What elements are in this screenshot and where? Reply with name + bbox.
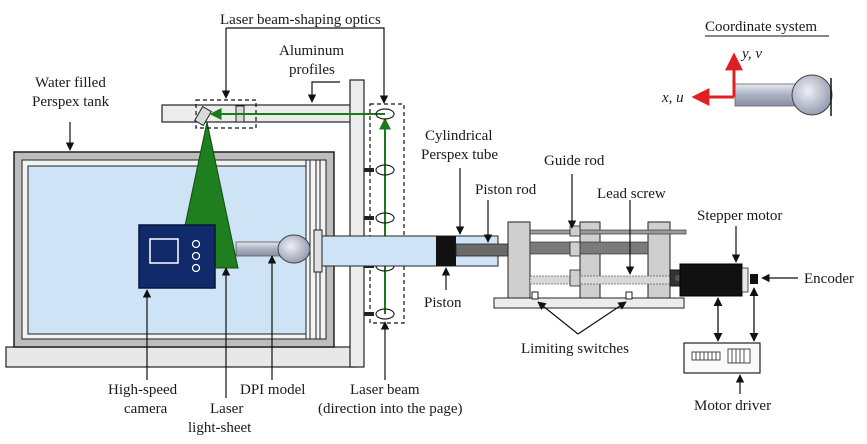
dpi-model-body (277, 234, 311, 264)
high-speed-camera (138, 224, 216, 289)
encoder (750, 274, 758, 284)
mirror-optic (193, 105, 213, 127)
base-plate (5, 346, 357, 368)
label-water-2: Perspex tank (32, 94, 110, 110)
label-sheet-1: Laser (210, 401, 243, 417)
label-encoder: Encoder (804, 271, 854, 287)
label-sheet-2: light-sheet (188, 420, 252, 436)
label-limiting-switches: Limiting switches (521, 341, 629, 357)
piston (436, 236, 456, 266)
coord-title: Coordinate system (705, 19, 817, 35)
coord-y-label: y, v (740, 46, 762, 62)
stage-base-rail (493, 297, 685, 309)
label-camera-2: camera (124, 401, 168, 417)
label-water-1: Water filled (35, 75, 106, 91)
label-cyl-2: Perspex tube (421, 147, 498, 163)
label-motor-driver: Motor driver (694, 398, 771, 414)
label-piston-rod: Piston rod (475, 182, 537, 198)
label-laser-optics: Laser beam-shaping optics (220, 12, 381, 28)
label-guide-rod: Guide rod (544, 153, 605, 169)
leader-lines (65, 27, 798, 398)
label-cyl-1: Cylindrical (425, 128, 493, 144)
label-beam-1: Laser beam (350, 382, 420, 398)
piston-rod (455, 243, 515, 257)
tube-flange (313, 229, 323, 273)
label-piston: Piston (424, 295, 462, 311)
limit-switch-right (625, 291, 633, 300)
lead-screw (529, 275, 681, 285)
aluminum-profile-vertical (349, 79, 365, 368)
carriage-left (507, 221, 531, 299)
label-aluminum-2: profiles (289, 62, 335, 78)
dpi-model-sting (235, 241, 285, 257)
coord-model-body (791, 74, 833, 116)
limit-switch-left (531, 291, 539, 300)
label-stepper-motor: Stepper motor (697, 208, 782, 224)
stepper-motor (679, 263, 743, 297)
label-camera-1: High-speed (108, 382, 178, 398)
coord-x-label: x, u (661, 90, 684, 106)
label-dpi-model: DPI model (240, 382, 305, 398)
label-lead-screw: Lead screw (597, 186, 666, 202)
label-aluminum-1: Aluminum (279, 43, 344, 59)
guide-rod-lower (529, 241, 649, 255)
label-beam-2: (direction into the page) (318, 401, 463, 417)
beam-splitters (375, 108, 395, 320)
guide-rod (529, 229, 687, 235)
camera-screen (149, 238, 179, 264)
